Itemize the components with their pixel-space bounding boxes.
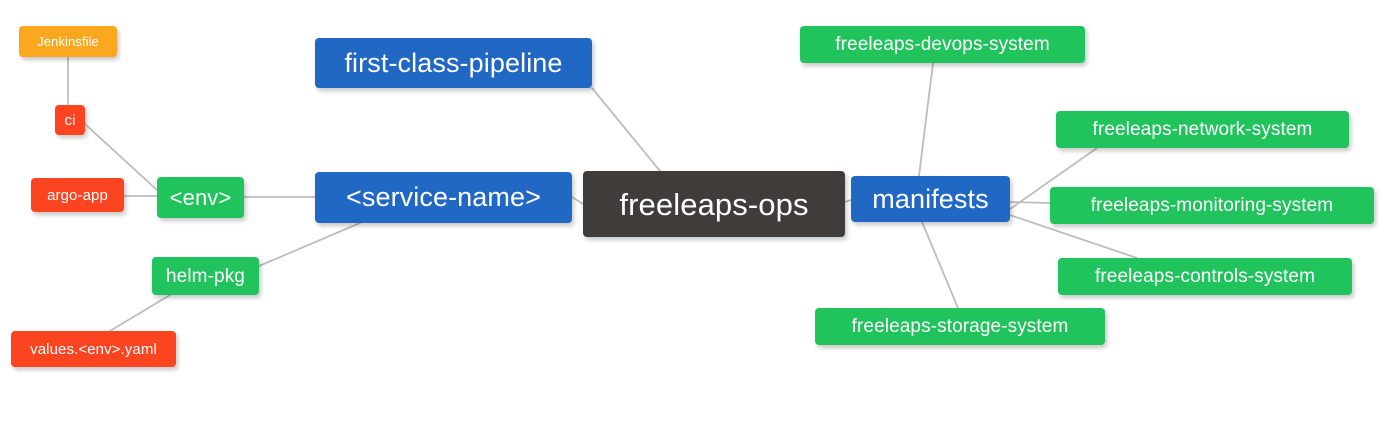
- mindmap-node-first-class-pipeline[interactable]: first-class-pipeline: [315, 38, 592, 88]
- edge-freeleaps-ops-to-first-class-pipeline: [591, 87, 661, 172]
- mindmap-node-helm-pkg[interactable]: helm-pkg: [152, 257, 259, 295]
- edge-manifests-to-freeleaps-storage-system: [921, 221, 959, 309]
- mindmap-node-freeleaps-monitoring-system[interactable]: freeleaps-monitoring-system: [1050, 187, 1374, 224]
- mindmap-node-freeleaps-ops[interactable]: freeleaps-ops: [583, 171, 845, 237]
- mindmap-node-freeleaps-network-system[interactable]: freeleaps-network-system: [1056, 111, 1349, 148]
- edge-manifests-to-freeleaps-monitoring-system: [1009, 201, 1051, 204]
- edge-manifests-to-freeleaps-devops-system: [918, 62, 934, 177]
- mindmap-node-env[interactable]: <env>: [157, 177, 244, 218]
- mindmap-node-service-name[interactable]: <service-name>: [315, 172, 572, 223]
- edge-service-name-to-helm-pkg: [258, 222, 361, 267]
- mindmap-node-freeleaps-storage-system[interactable]: freeleaps-storage-system: [815, 308, 1105, 345]
- mindmap-node-freeleaps-devops-system[interactable]: freeleaps-devops-system: [800, 26, 1085, 63]
- mindmap-node-jenkinsfile[interactable]: Jenkinsfile: [19, 26, 117, 57]
- edge-helm-pkg-to-values-env-yaml: [109, 294, 171, 332]
- mindmap-node-argo-app[interactable]: argo-app: [31, 178, 124, 212]
- edge-freeleaps-ops-to-service-name: [571, 196, 584, 205]
- mindmap-node-freeleaps-controls-system[interactable]: freeleaps-controls-system: [1058, 258, 1352, 295]
- mindmap-node-ci[interactable]: ci: [55, 105, 85, 135]
- mindmap-node-manifests[interactable]: manifests: [851, 176, 1010, 222]
- mindmap-node-values-env-yaml[interactable]: values.<env>.yaml: [11, 331, 176, 367]
